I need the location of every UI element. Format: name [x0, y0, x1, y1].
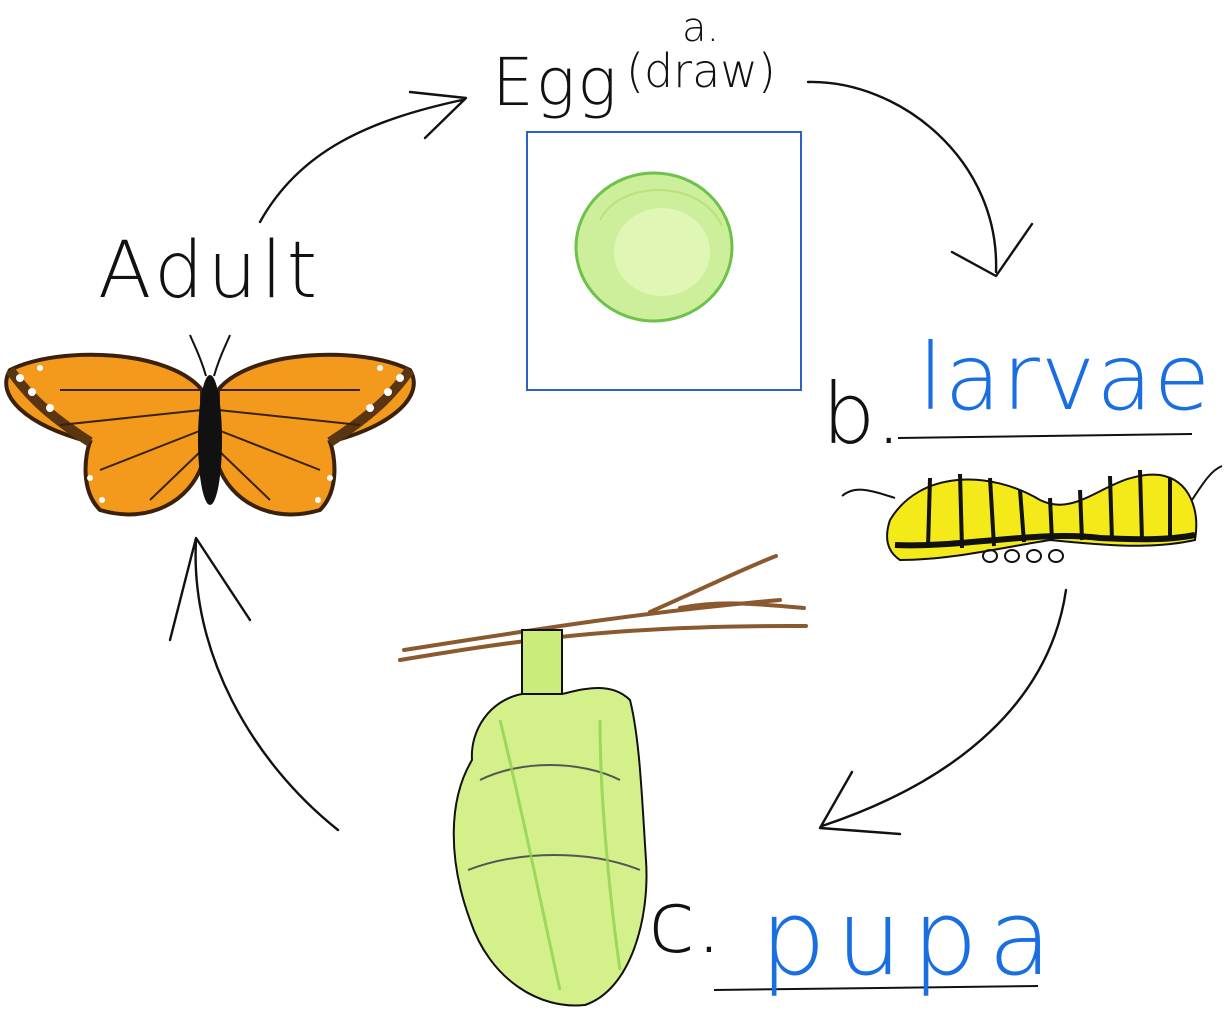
arrow-egg-to-larva — [808, 82, 996, 272]
arrowhead-pupa-to-adult — [170, 538, 250, 640]
egg-prompt-marker: a. — [682, 8, 719, 48]
arrowhead-larva-to-pupa — [820, 772, 900, 834]
arrow-pupa-to-adult — [196, 540, 338, 830]
egg-prompt-word: draw — [644, 44, 758, 98]
caterpillar-icon — [842, 466, 1222, 562]
arrowhead-adult-to-egg — [410, 92, 466, 138]
arrow-adult-to-egg — [260, 100, 462, 222]
butterfly-icon — [6, 335, 414, 514]
larva-marker: b. — [822, 372, 902, 456]
egg-label: Egg — [492, 50, 619, 116]
pupa-answer: pupa — [760, 886, 1062, 990]
egg-prompt-text: (draw) — [626, 48, 776, 94]
egg-icon — [576, 173, 732, 321]
chrysalis-icon — [454, 630, 647, 1006]
twig-icon — [400, 556, 806, 660]
arrow-larva-to-pupa — [822, 590, 1066, 826]
larva-answer: larvae — [918, 332, 1211, 424]
adult-label: Adult — [98, 232, 321, 310]
larva-answer-line — [898, 434, 1192, 438]
pupa-marker: c. — [648, 880, 723, 966]
